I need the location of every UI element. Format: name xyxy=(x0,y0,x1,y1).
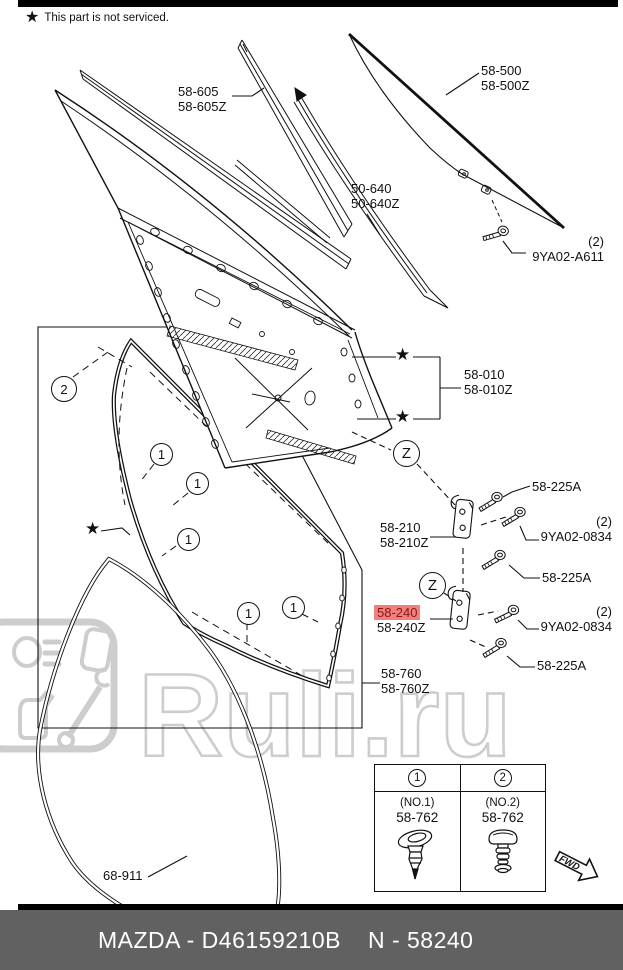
star-icon: ★ xyxy=(25,9,40,26)
top-border-bar xyxy=(18,0,618,7)
service-note: ★ This part is not serviced. xyxy=(25,9,169,26)
part-label-58-225a-2: 58-225A xyxy=(542,570,592,585)
callout-1a: 1 xyxy=(150,443,173,466)
footer-bar: MAZDA - D46159210B N - 58240 xyxy=(0,910,623,970)
fwd-arrow-icon: FWD xyxy=(554,850,599,882)
belt-molding-strips xyxy=(79,39,449,309)
legend-position-2: (NO.2) xyxy=(485,797,521,809)
legend-num-1: 1 xyxy=(408,769,427,787)
part-label-9ya02-0834-1: (2)9YA02-0834 xyxy=(540,514,612,544)
door-opening-seal xyxy=(36,556,282,910)
svg-text:Ruli.ru: Ruli.ru xyxy=(138,650,512,782)
footer-part-number: N - 58240 xyxy=(367,926,474,953)
legend-column-2: 2 (NO.2) 58-762 xyxy=(459,765,545,891)
legend-position-1: (NO.1) xyxy=(400,797,435,809)
clip-legend-table: 1 (NO.1) 58-762 2 (NO.2) 58-762 xyxy=(374,764,546,892)
clip2-icon xyxy=(488,829,518,874)
part-label-9ya02-a611: (2)9YA02-A611 xyxy=(532,234,604,264)
star-marker-3: ★ xyxy=(85,519,101,538)
door-hinges xyxy=(444,493,475,631)
service-note-text: This part is not serviced. xyxy=(44,12,169,24)
watermark-text: Ruli.ru xyxy=(137,649,513,784)
callout-z1: Z xyxy=(393,440,420,467)
callout-z2: Z xyxy=(419,572,446,599)
highlighted-part-number: 58-240 xyxy=(374,605,421,620)
legend-num-2: 2 xyxy=(493,769,512,787)
leader-lines xyxy=(232,72,540,668)
part-label-9ya02-0834-2: (2)9YA02-0834 xyxy=(540,604,612,634)
star-marker-2: ★ xyxy=(395,407,411,426)
legend-part-1: 58-762 xyxy=(396,810,439,825)
weatherstrip-box xyxy=(37,326,380,729)
watermark-logo-icon xyxy=(0,618,118,753)
callout-2: 2 xyxy=(51,376,77,402)
footer-catalog-code: MAZDA - D46159210B xyxy=(98,926,341,953)
callout-1d: 1 xyxy=(237,602,260,625)
part-label-68-911: 68-911 xyxy=(103,868,143,883)
door-shell xyxy=(54,89,393,469)
hinge-bolts xyxy=(478,221,526,658)
svg-text:FWD: FWD xyxy=(557,853,581,873)
diagram-art: Ruli.ru xyxy=(0,32,599,910)
callout-1c: 1 xyxy=(177,528,200,551)
part-label-58-225a-1: 58-225A xyxy=(532,479,582,494)
star-marker-1: ★ xyxy=(395,345,411,364)
callout-1e: 1 xyxy=(282,596,305,619)
legend-column-1: 1 (NO.1) 58-762 xyxy=(375,765,460,891)
clip1-icon xyxy=(398,829,433,880)
part-label-58-240: 58-240 58-240Z xyxy=(374,605,425,635)
footer-top-border xyxy=(18,904,623,910)
callout-1b: 1 xyxy=(186,472,209,495)
door-glass xyxy=(348,32,565,230)
part-label-58-225a-3: 58-225A xyxy=(537,658,587,673)
legend-part-2: 58-762 xyxy=(481,810,524,825)
